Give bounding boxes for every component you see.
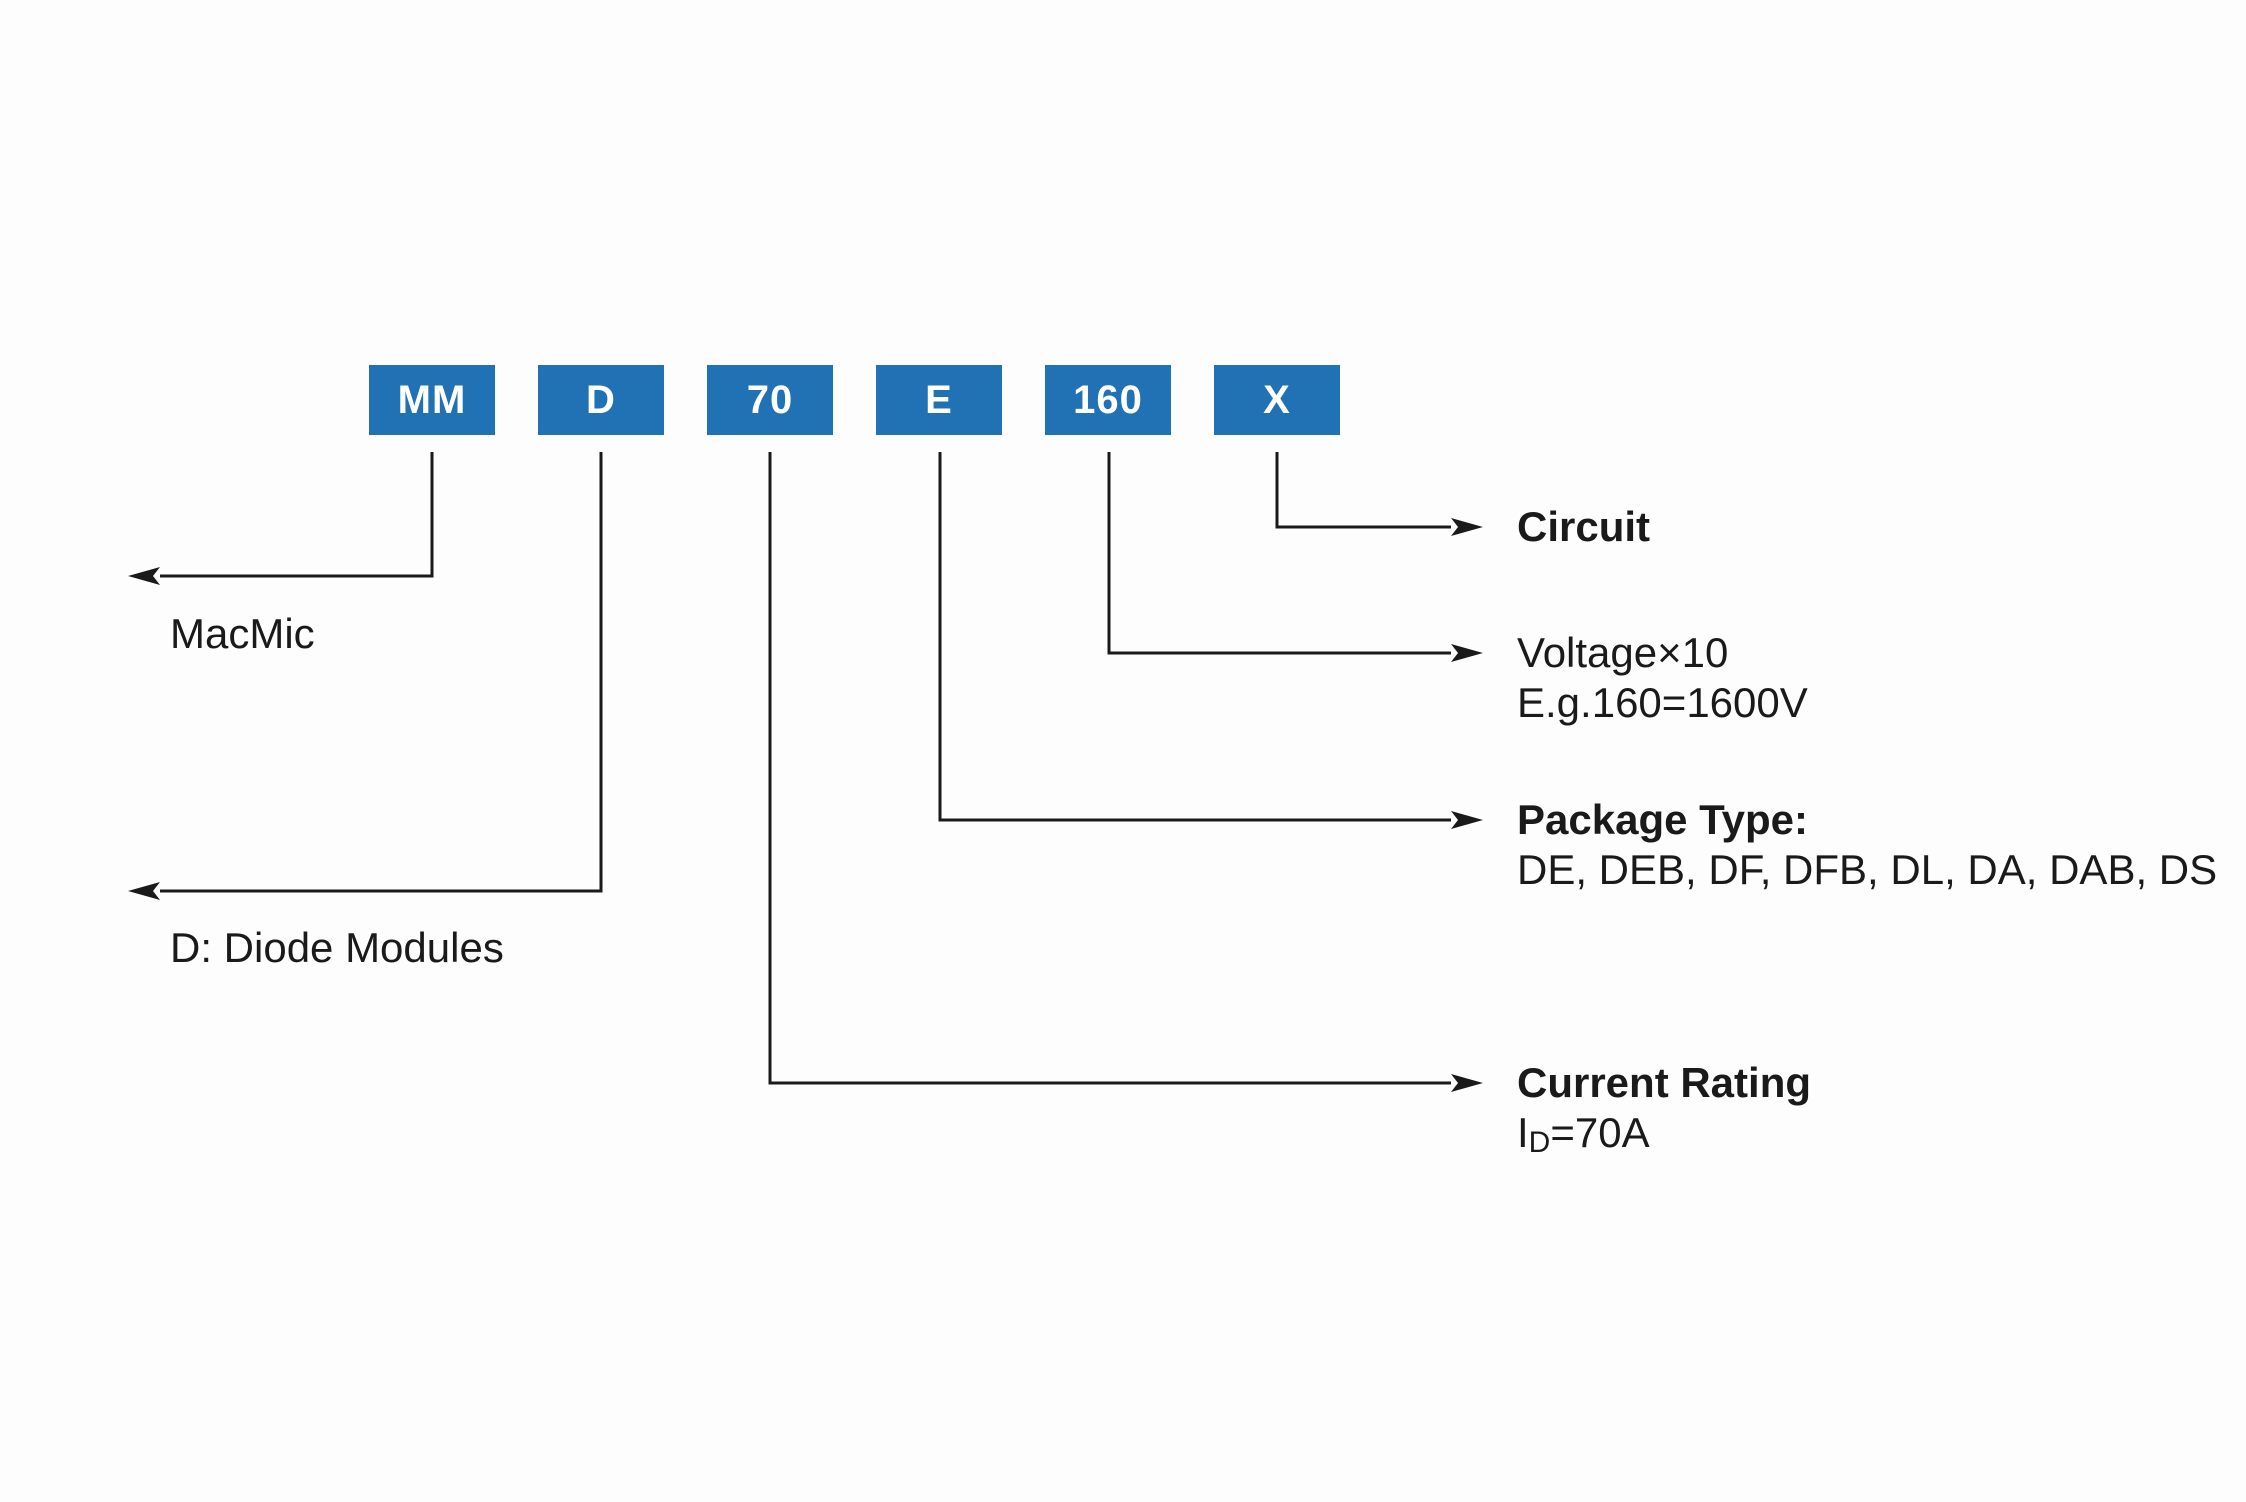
current-rating-title: Current Rating — [1517, 1059, 1811, 1106]
circuit-label: Circuit — [1517, 503, 1651, 550]
package-type-title: Package Type: — [1517, 796, 1809, 843]
current-rating-label: Current Rating ID=70A — [1517, 1058, 1811, 1163]
connector-e-package-type — [938, 452, 1483, 829]
voltage-example: E.g.160=1600V — [1517, 679, 1808, 726]
package-type-label: Package Type: DE, DEB, DF, DFB, DL, DA, … — [1517, 795, 2217, 895]
current-rating-value: ID=70A — [1517, 1108, 1811, 1163]
code-box-x: X — [1214, 365, 1340, 435]
code-box-70: 70 — [707, 365, 833, 435]
connector-mm-macmic — [128, 452, 434, 585]
code-box-e: E — [876, 365, 1002, 435]
code-box-160: 160 — [1045, 365, 1171, 435]
connector-x-circuit — [1275, 452, 1483, 536]
package-type-options: DE, DEB, DF, DFB, DL, DA, DAB, DS — [1517, 846, 2218, 893]
diode-modules-label: D: Diode Modules — [170, 924, 504, 971]
voltage-title: Voltage×10 — [1517, 629, 1729, 676]
code-box-mm: MM — [369, 365, 495, 435]
connector-160-voltage — [1107, 452, 1483, 662]
current-symbol: I — [1517, 1109, 1529, 1156]
voltage-label: Voltage×10 E.g.160=1600V — [1517, 628, 1808, 728]
current-subscript: D — [1528, 1126, 1551, 1159]
current-rest: =70A — [1550, 1109, 1650, 1156]
connector-70-current-rating — [768, 452, 1483, 1092]
macmic-label: MacMic — [170, 610, 315, 657]
code-box-d: D — [538, 365, 664, 435]
connector-d-diode-modules — [128, 452, 603, 900]
